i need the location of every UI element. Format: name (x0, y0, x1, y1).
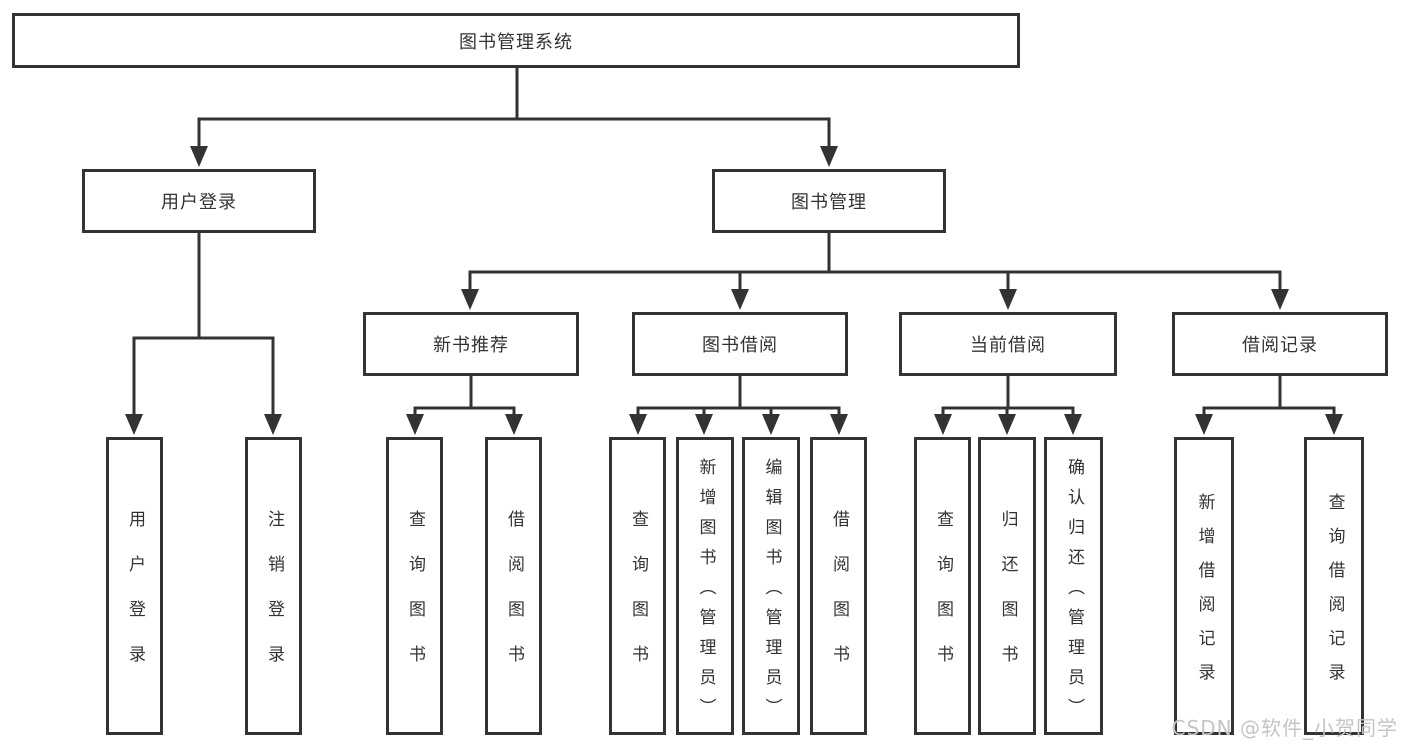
leaf-borrow-books-2-label: 借阅图书 (829, 510, 849, 690)
leaf-borrow-books-1: 借阅图书 (485, 437, 542, 735)
leaf-query-borrow-record: 查询借阅记录 (1304, 437, 1364, 735)
leaf-query-borrow-record-label: 查询借阅记录 (1324, 492, 1345, 697)
leaf-edit-book-admin-label: 编辑图书（管理员） (761, 457, 782, 728)
leaf-user-login: 用户登录 (106, 437, 163, 735)
leaf-add-book-admin: 新增图书（管理员） (676, 437, 734, 735)
leaf-query-books-1: 查询图书 (386, 437, 443, 735)
node-new-book-recommend: 新书推荐 (363, 312, 579, 376)
leaf-confirm-return-admin: 确认归还（管理员） (1044, 437, 1103, 735)
node-root: 图书管理系统 (12, 13, 1020, 68)
leaf-add-borrow-record-label: 新增借阅记录 (1194, 492, 1215, 697)
leaf-add-borrow-record: 新增借阅记录 (1174, 437, 1234, 735)
node-user-login-label: 用户登录 (161, 192, 237, 213)
leaf-edit-book-admin: 编辑图书（管理员） (742, 437, 800, 735)
leaf-query-books-2-label: 查询图书 (628, 510, 648, 690)
leaf-return-book: 归还图书 (978, 437, 1036, 735)
node-borrowing-records: 借阅记录 (1172, 312, 1388, 376)
node-book-management-label: 图书管理 (791, 192, 867, 213)
node-book-management: 图书管理 (712, 169, 946, 233)
leaf-query-books-3-label: 查询图书 (933, 510, 953, 690)
leaf-logout-label: 注销登录 (264, 510, 284, 690)
node-current-borrowing: 当前借阅 (899, 312, 1117, 376)
node-user-login: 用户登录 (82, 169, 316, 233)
leaf-user-login-label: 用户登录 (125, 510, 145, 690)
node-book-borrowing: 图书借阅 (632, 312, 848, 376)
leaf-borrow-books-1-label: 借阅图书 (504, 510, 524, 690)
node-borrowing-records-label: 借阅记录 (1242, 335, 1318, 356)
leaf-return-book-label: 归还图书 (997, 510, 1018, 690)
watermark-text: CSDN @软件_小贺同学 (1171, 716, 1398, 740)
leaf-add-book-admin-label: 新增图书（管理员） (695, 457, 716, 728)
leaf-query-books-3: 查询图书 (914, 437, 971, 735)
node-book-borrowing-label: 图书借阅 (702, 335, 778, 356)
leaf-query-books-2: 查询图书 (609, 437, 666, 735)
leaf-logout: 注销登录 (245, 437, 302, 735)
node-root-label: 图书管理系统 (459, 31, 573, 53)
leaf-confirm-return-admin-label: 确认归还（管理员） (1064, 457, 1084, 728)
node-new-book-recommend-label: 新书推荐 (433, 335, 509, 356)
node-current-borrowing-label: 当前借阅 (970, 335, 1046, 356)
leaf-query-books-1-label: 查询图书 (405, 510, 425, 690)
leaf-borrow-books-2: 借阅图书 (810, 437, 867, 735)
